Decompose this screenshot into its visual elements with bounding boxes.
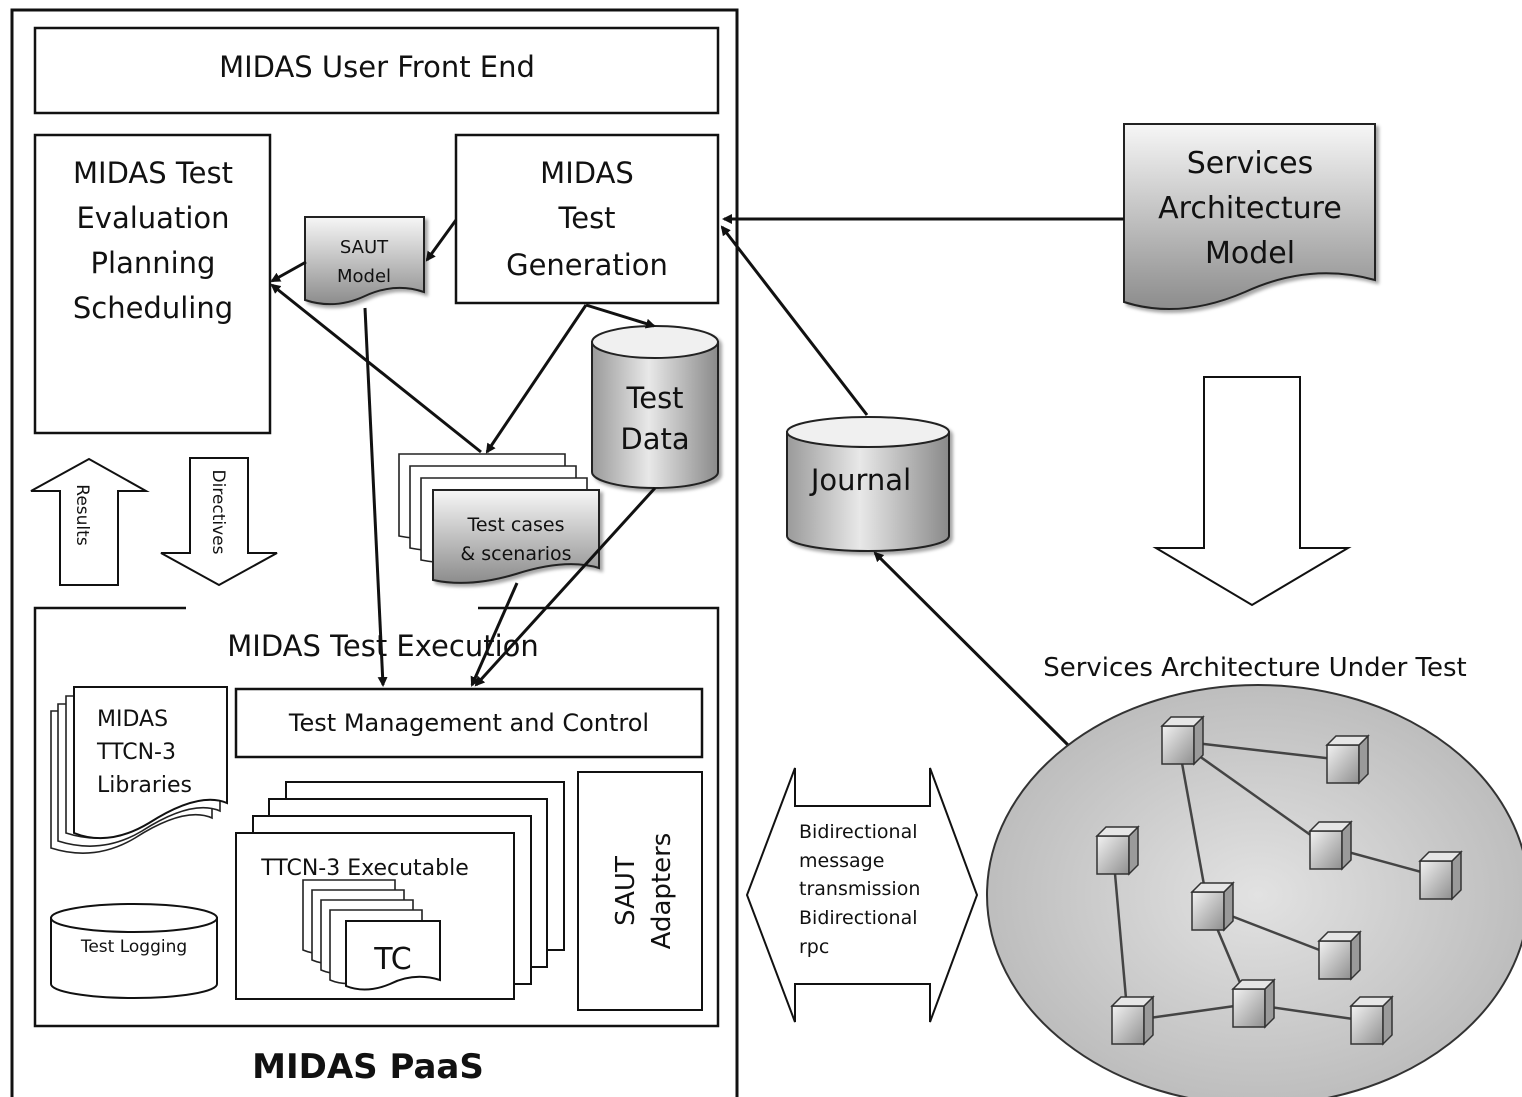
journal-cylinder (786, 416, 950, 552)
user-front-end-label: MIDAS User Front End (219, 50, 535, 84)
svg-text:Model: Model (337, 266, 391, 287)
service-node (1325, 734, 1370, 785)
results-label: Results (72, 484, 92, 546)
midas-paas-label: MIDAS PaaS (252, 1047, 484, 1087)
service-node (1160, 715, 1205, 766)
test-management-label: Test Management and Control (288, 709, 649, 737)
user-front-end-box (33, 26, 720, 115)
saut-model-label: SAUT Model (337, 237, 391, 287)
test-generation-label: MIDAS Test Generation (506, 156, 668, 282)
test-management-box (234, 687, 704, 759)
svg-text:TTCN-3: TTCN-3 (96, 740, 176, 765)
deploy-down-arrow (1152, 376, 1352, 607)
test-data-cylinder (591, 325, 719, 489)
bidirectional-label: Bidirectional message transmission Bidir… (799, 821, 920, 958)
service-node (1418, 850, 1463, 901)
svg-text:Adapters: Adapters (647, 833, 677, 950)
svg-text:MIDAS Test: MIDAS Test (73, 156, 233, 190)
service-node (1317, 930, 1362, 981)
service-node (1231, 978, 1276, 1029)
service-node (1110, 995, 1155, 1046)
svg-text:SAUT: SAUT (340, 237, 389, 258)
journal-label: Journal (809, 463, 911, 497)
svg-text:rpc: rpc (799, 936, 829, 958)
svg-text:Model: Model (1205, 236, 1295, 271)
ttcn3-libraries-label: MIDAS TTCN-3 Libraries (96, 707, 192, 798)
service-node (1190, 881, 1235, 932)
svg-text:Test cases: Test cases (466, 514, 564, 536)
svg-text:Evaluation: Evaluation (76, 201, 229, 235)
svg-text:Data: Data (620, 422, 689, 456)
services-architecture-model-document (1123, 123, 1376, 311)
svg-text:Test: Test (625, 381, 683, 415)
external-arrows (720, 214, 1124, 747)
svg-text:Libraries: Libraries (97, 773, 192, 798)
sut-ellipse (986, 684, 1522, 1097)
sut-service-nodes (1095, 715, 1463, 1046)
svg-text:MIDAS: MIDAS (540, 156, 634, 190)
test-evaluation-box (33, 133, 272, 435)
internal-arrows (270, 219, 657, 687)
ttcn3-libraries-documents (50, 686, 228, 854)
svg-text:Architecture: Architecture (1158, 191, 1342, 226)
saut-model-document (304, 216, 425, 306)
services-architecture-model-label: Services Architecture Model (1158, 146, 1342, 271)
svg-text:Generation: Generation (506, 248, 668, 282)
sut-title: Services Architecture Under Test (1043, 653, 1467, 683)
svg-text:& scenarios: & scenarios (460, 543, 571, 565)
svg-text:Planning: Planning (91, 246, 216, 280)
svg-text:Test: Test (557, 201, 615, 235)
test-cases-label: Test cases & scenarios (460, 514, 571, 565)
service-node (1349, 995, 1394, 1046)
bidirectional-double-arrow[interactable] (745, 767, 979, 1023)
test-data-label: Test Data (620, 381, 689, 456)
svg-text:Bidirectional: Bidirectional (799, 907, 918, 929)
svg-text:MIDAS: MIDAS (97, 707, 168, 732)
service-node (1095, 825, 1140, 876)
tc-label: TC (373, 942, 412, 977)
midas-paas-container (10, 8, 739, 1097)
svg-text:transmission: transmission (799, 878, 920, 900)
saut-adapters-box (577, 771, 703, 1011)
test-evaluation-label: MIDAS Test Evaluation Planning Schedulin… (73, 156, 233, 325)
test-cases-documents (398, 453, 600, 584)
svg-text:Bidirectional: Bidirectional (799, 821, 918, 843)
svg-text:SAUT: SAUT (611, 856, 641, 926)
svg-text:Scheduling: Scheduling (73, 291, 233, 325)
svg-text:message: message (799, 850, 884, 872)
test-generation-box (454, 133, 720, 305)
results-arrow: Results (30, 457, 150, 586)
svg-text:Services: Services (1187, 146, 1314, 181)
directives-arrow: Directives (160, 457, 278, 587)
service-node (1308, 820, 1353, 871)
ttcn3-executable-label: TTCN-3 Executable (260, 856, 469, 881)
saut-adapters-label: SAUT Adapters (611, 833, 677, 950)
directives-label: Directives (208, 470, 228, 555)
test-logging-cylinder (50, 903, 218, 999)
test-logging-label: Test Logging (80, 937, 187, 957)
tc-documents (302, 879, 441, 991)
